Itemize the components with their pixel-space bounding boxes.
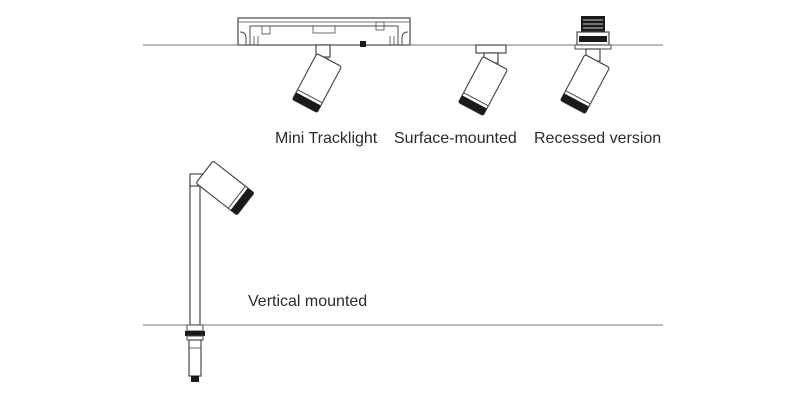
recessed-version-fixture: [559, 16, 612, 115]
vertical-mounted-fixture: [185, 160, 255, 382]
recessed-version-label: Recessed version: [534, 130, 662, 147]
mini-tracklight-fixture: [237, 17, 411, 114]
surface-mounted-label: Surface-mounted: [394, 130, 517, 147]
surface-mounted-fixture: [457, 44, 509, 117]
vertical-mounted-label: Vertical mounted: [248, 293, 368, 310]
mini-tracklight-label: Mini Tracklight: [275, 130, 378, 147]
